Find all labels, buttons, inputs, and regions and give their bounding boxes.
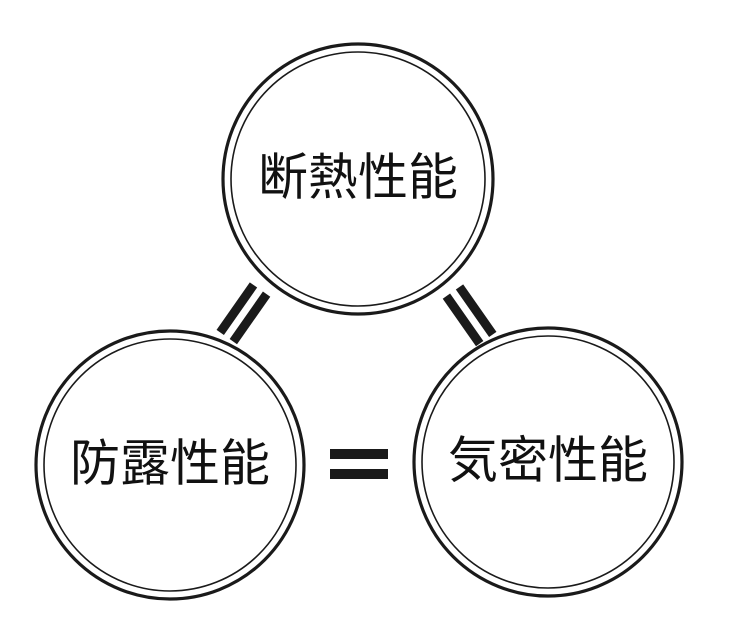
equals-bar-lower: [330, 469, 388, 479]
node-condensation-outer-ring: [34, 329, 306, 601]
equals-bar-lower: [442, 293, 484, 347]
node-condensation-inner-ring: [43, 338, 297, 592]
node-insulation: 断熱性能: [221, 42, 495, 316]
node-airtightness-inner-ring: [421, 335, 675, 589]
node-insulation-outer-ring: [221, 42, 495, 316]
equals-icon-top-right: [442, 284, 497, 347]
equals-bar-upper: [330, 449, 388, 459]
node-airtightness-label: 気密性能: [448, 432, 648, 490]
node-condensation: 防露性能: [34, 329, 306, 601]
node-airtightness-outer-ring: [412, 326, 684, 598]
node-insulation-inner-ring: [230, 51, 486, 307]
equals-bar-lower: [229, 291, 271, 345]
equals-bar-upper: [455, 284, 497, 338]
node-condensation-label: 防露性能: [70, 435, 270, 493]
equals-bar-upper: [216, 282, 258, 336]
node-insulation-label: 断熱性能: [258, 149, 458, 207]
equals-icon-bottom: [330, 449, 388, 479]
node-airtightness: 気密性能: [412, 326, 684, 598]
equals-icon-top-left: [216, 282, 271, 345]
